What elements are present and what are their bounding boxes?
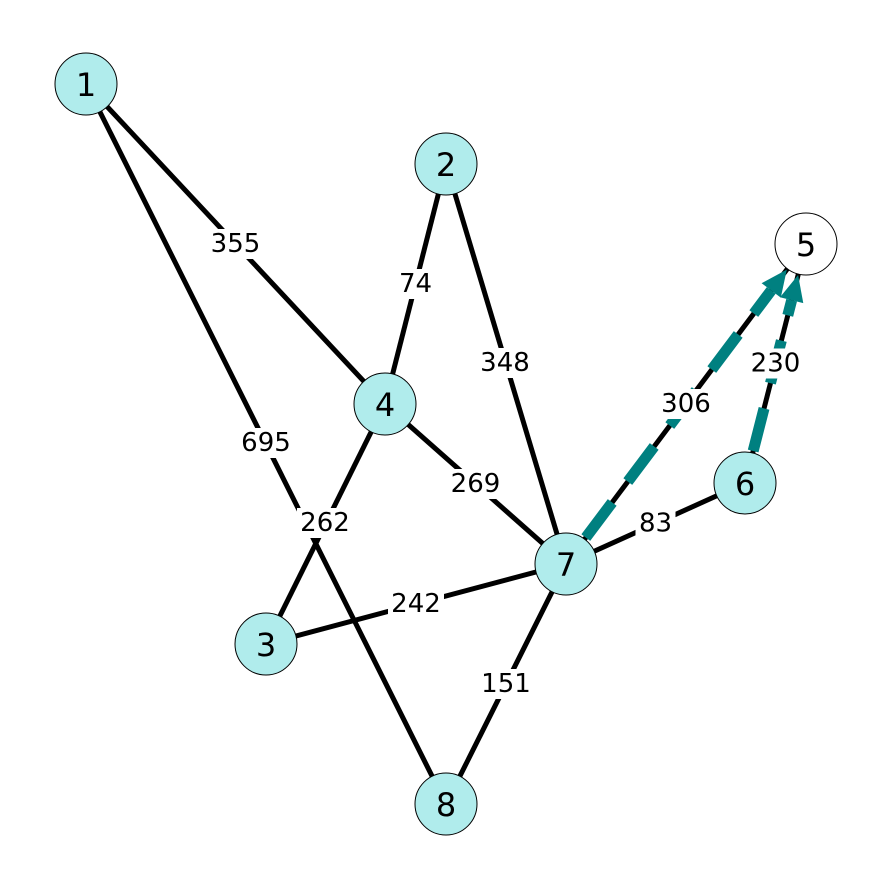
node-circle: [54, 52, 118, 116]
node-circle: [774, 212, 838, 276]
edge-label-4-3: 262: [297, 508, 353, 538]
svg-text:242: 242: [391, 589, 441, 619]
edge-label-2-7: 348: [477, 348, 533, 378]
node-6: 6: [713, 451, 777, 515]
arrowhead-7-5: [761, 269, 787, 298]
edge-label-4-7: 269: [447, 469, 504, 499]
node-4: 4: [353, 372, 417, 436]
edge-label-1-8: 695: [238, 428, 294, 458]
svg-text:348: 348: [480, 348, 530, 378]
node-label: 4: [375, 386, 395, 424]
node-7: 7: [534, 532, 598, 596]
edge-label-3-7: 242: [388, 589, 444, 619]
node-label: 6: [735, 465, 755, 503]
node-label: 7: [556, 546, 576, 584]
node-label: 1: [76, 66, 96, 104]
node-8: 8: [414, 772, 478, 836]
svg-text:262: 262: [300, 508, 350, 538]
node-circle: [234, 612, 298, 676]
node-5: 5: [774, 212, 838, 276]
svg-text:74: 74: [399, 269, 432, 299]
node-2: 2: [414, 132, 478, 196]
svg-text:306: 306: [661, 389, 711, 419]
edge-label-7-8: 151: [478, 669, 534, 699]
svg-text:230: 230: [751, 349, 801, 379]
edge-label-7-5: 306: [658, 389, 714, 419]
edge-label-7-6: 83: [635, 508, 676, 539]
edge-label-6-5: 230: [747, 348, 804, 379]
node-1: 1: [54, 52, 118, 116]
node-circle: [414, 772, 478, 836]
node-label: 3: [256, 626, 276, 664]
node-circle: [353, 372, 417, 436]
edge-label-1-4: 355: [207, 229, 264, 259]
svg-text:151: 151: [481, 669, 531, 699]
svg-text:83: 83: [639, 509, 672, 539]
node-label: 8: [436, 786, 456, 824]
svg-text:269: 269: [451, 469, 501, 499]
node-circle: [534, 532, 598, 596]
node-label: 2: [436, 146, 456, 184]
svg-text:355: 355: [211, 229, 261, 259]
nodes-layer: 1 2 3 4 5 6 7 8: [54, 52, 838, 836]
node-circle: [713, 451, 777, 515]
svg-text:695: 695: [241, 428, 291, 458]
arrowhead-6-5: [780, 275, 804, 304]
node-3: 3: [234, 612, 298, 676]
node-label: 5: [796, 226, 816, 264]
node-circle: [414, 132, 478, 196]
edge-label-2-4: 74: [395, 269, 436, 299]
